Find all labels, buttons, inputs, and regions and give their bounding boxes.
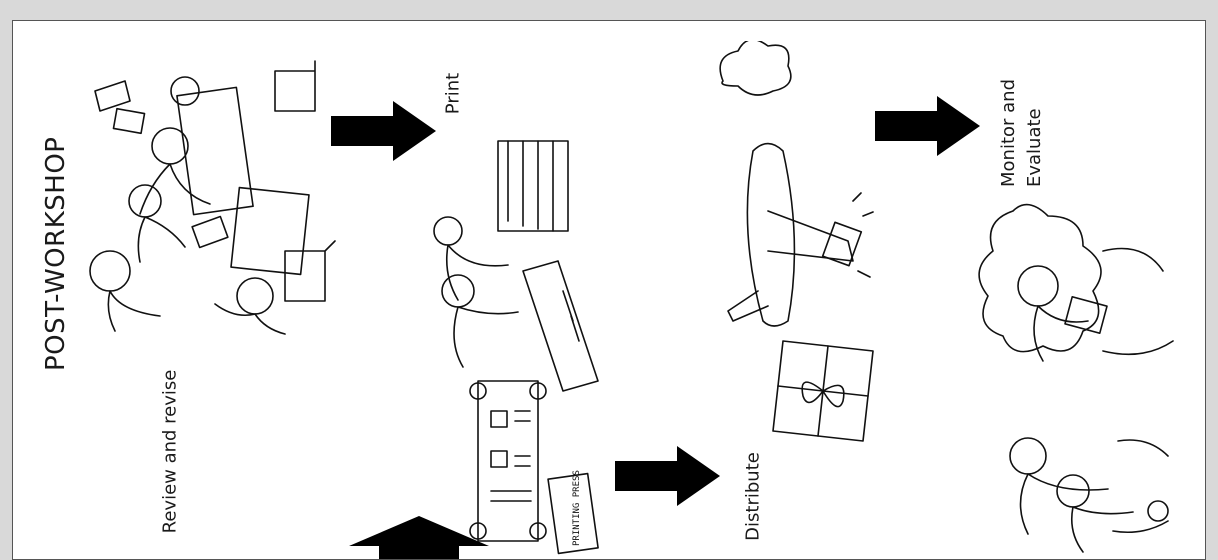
printing-press-illustration: PRINTING PRESS — [403, 121, 633, 560]
step-label-monitor-line1: Monitor and — [996, 57, 1022, 187]
post-workshop-panel: POST-WORKSHOP Review and revise Print Di… — [12, 20, 1206, 560]
review-meeting-illustration — [75, 51, 365, 341]
step-label-monitor: Monitor and Evaluate — [996, 57, 1048, 187]
step-label-distribute: Distribute — [743, 437, 764, 557]
monitor-evaluate-illustration — [953, 191, 1203, 560]
step-label-print: Print — [443, 64, 464, 124]
step-label-review: Review and revise — [160, 357, 181, 547]
step-label-monitor-line2: Evaluate — [1022, 57, 1048, 187]
distribution-illustration — [713, 41, 913, 451]
page-title: POST-WORKSHOP — [41, 161, 71, 371]
press-sign-text: PRINTING PRESS — [572, 470, 582, 546]
